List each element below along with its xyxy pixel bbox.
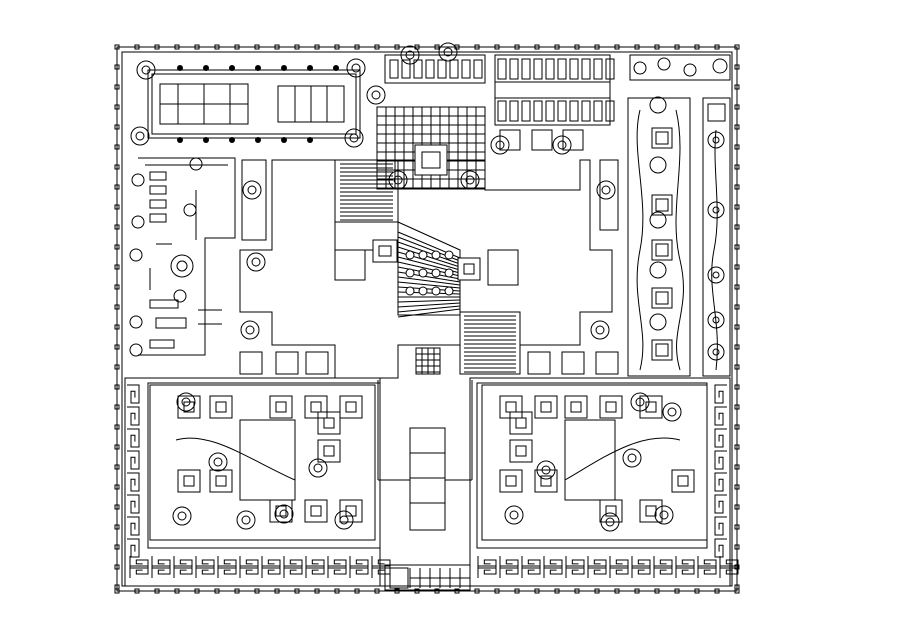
parking-north-large — [495, 55, 614, 150]
court-fence-posts — [177, 65, 339, 143]
north-east-strip — [630, 55, 730, 80]
boundary-posts — [115, 45, 739, 593]
east-lawn — [565, 420, 680, 500]
main-building — [240, 160, 612, 378]
west-lawn — [176, 420, 295, 500]
fitness-trees — [130, 158, 202, 356]
tennis-court — [160, 84, 248, 124]
south-stair — [460, 312, 520, 374]
site-boundary — [115, 45, 739, 593]
north-stair — [335, 160, 398, 222]
meander-border — [125, 378, 738, 586]
basketball-court — [278, 86, 344, 122]
fitness-garden-zone — [130, 158, 235, 356]
parking-north-small — [385, 55, 485, 83]
central-courtyard — [373, 107, 485, 374]
court-corner-trees — [131, 59, 365, 147]
parking-stalls — [498, 59, 614, 121]
parking-stalls — [390, 60, 482, 78]
east-garden-walk — [628, 97, 730, 376]
fitness-equipment — [150, 172, 222, 348]
main-entrance — [385, 565, 470, 590]
sports-courts-zone — [131, 59, 365, 147]
central-walkway — [378, 380, 472, 530]
south-plaza — [150, 43, 707, 540]
